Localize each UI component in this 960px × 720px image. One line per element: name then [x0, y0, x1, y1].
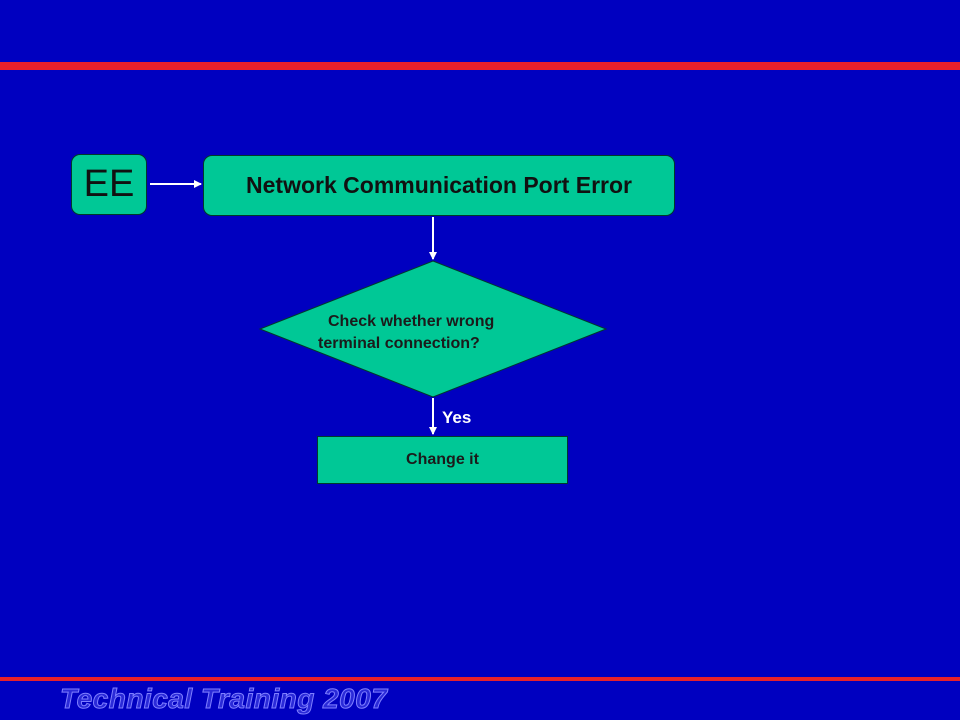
- action-box: Change it: [317, 436, 568, 484]
- error-title: Network Communication Port Error: [246, 172, 632, 198]
- decision-diamond: [258, 260, 608, 398]
- action-text: Change it: [406, 451, 479, 468]
- top-red-stripe: [0, 62, 960, 70]
- error-code: EE: [83, 163, 135, 205]
- footer-text: Technical Training 2007: [59, 683, 388, 715]
- decision-line-2: terminal connection?: [318, 335, 480, 352]
- decision-text: Check whether wrong terminal connection?: [318, 311, 558, 355]
- decision-line-1: Check whether wrong: [328, 313, 495, 330]
- yes-label: Yes: [442, 408, 472, 427]
- error-code-box: EE: [71, 154, 147, 215]
- error-title-box: Network Communication Port Error: [203, 155, 675, 216]
- bottom-red-stripe: [0, 677, 960, 681]
